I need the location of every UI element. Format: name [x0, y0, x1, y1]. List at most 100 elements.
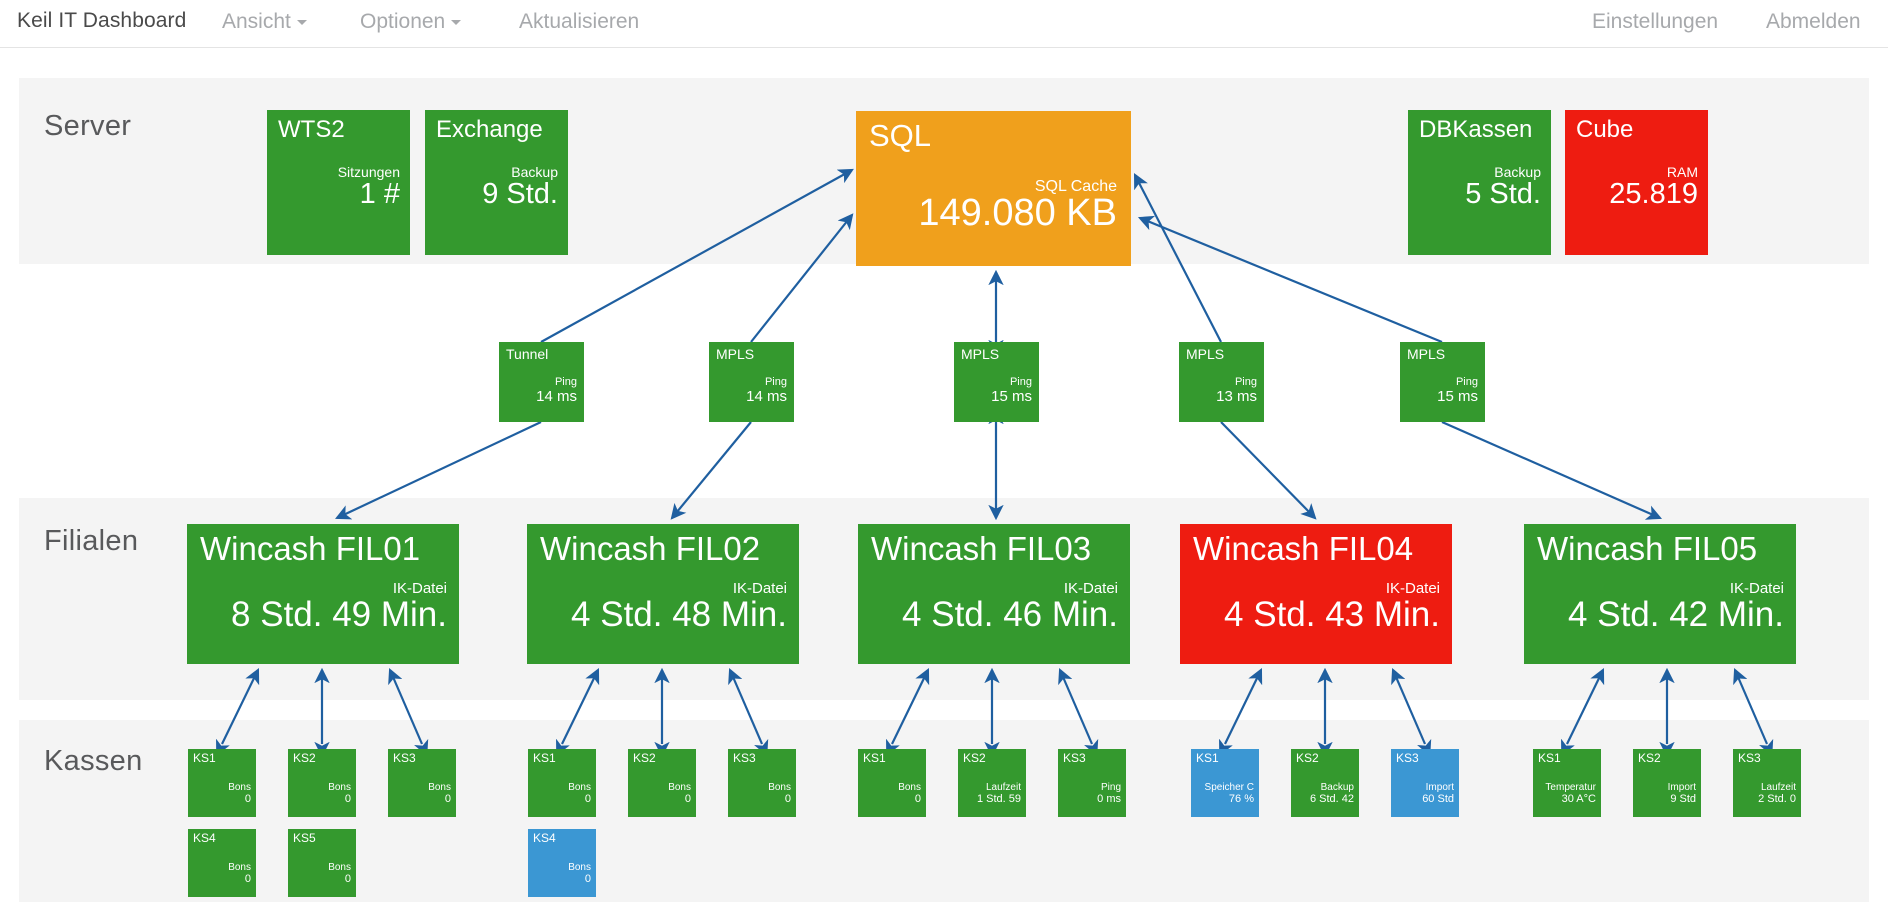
tile-name: Wincash FIL02 [540, 530, 761, 567]
nav-item-aktualisieren[interactable]: Aktualisieren [519, 10, 639, 34]
navbar: Keil IT Dashboard Ansicht Optionen Aktuali… [0, 0, 1888, 48]
tile-metric-label: Bons [898, 782, 921, 793]
tile-name: Wincash FIL04 [1193, 530, 1414, 567]
tile-metric-label: Temperatur [1545, 782, 1596, 793]
tile-name: KS3 [1063, 751, 1086, 765]
tile-metric-value: 9 Std [1670, 793, 1696, 805]
tile-metric-value: 6 Std. 42 [1309, 793, 1354, 805]
tile-name: Wincash FIL05 [1537, 530, 1758, 567]
tile-metric-value: 0 [584, 873, 591, 885]
nav-item-ansicht[interactable]: Ansicht [222, 10, 307, 34]
tile-name: WTS2 [278, 116, 345, 143]
chevron-down-icon [451, 20, 462, 25]
tile-metric-label: IK-Datei [392, 580, 447, 597]
tile-metric-label: Ping [554, 376, 577, 388]
tile-metric-value: 8 Std. 49 Min. [231, 595, 447, 634]
tile-metric-label: IK-Datei [732, 580, 787, 597]
tile-metric-label: Backup [511, 164, 558, 180]
tile-metric-value: 0 [244, 873, 251, 885]
tile-metric-value: 60 Std [1422, 793, 1454, 805]
tile-metric-label: Ping [764, 376, 787, 388]
tile-name: KS3 [1396, 751, 1419, 765]
tile-metric-value: 0 [914, 793, 921, 805]
tile-metric-label: Backup [1320, 782, 1354, 793]
tile-metric-value: 1 Std. 59 [976, 793, 1021, 805]
tile-metric-label: IK-Datei [1063, 580, 1118, 597]
nav-item-abmelden[interactable]: Abmelden [1766, 10, 1861, 33]
tile-name: Wincash FIL01 [200, 530, 421, 567]
tile-name: MPLS [1186, 346, 1225, 362]
tile-metric-value: 0 ms [1097, 793, 1121, 805]
tile-metric-label: Backup [1494, 164, 1541, 180]
app-title: Keil IT Dashboard [17, 9, 187, 32]
tile-metric-value: 0 [584, 793, 591, 805]
tile-metric-value: 30 A°C [1561, 793, 1596, 805]
tile-name: Tunnel [506, 346, 549, 362]
tile-metric-value: 149.080 KB [918, 192, 1117, 234]
tile-name: KS2 [1296, 751, 1319, 765]
tile-metric-label: RAM [1666, 164, 1698, 180]
tile-metric-label: Ping [1455, 376, 1478, 388]
tile-metric-label: IK-Datei [1385, 580, 1440, 597]
tile-name: KS3 [1738, 751, 1761, 765]
tile-metric-label: Bons [328, 862, 351, 873]
tile-metric-label: Speicher C [1204, 782, 1254, 793]
nav-item-einstellungen[interactable]: Einstellungen [1592, 10, 1719, 33]
tile-name: Wincash FIL03 [871, 530, 1092, 567]
chevron-down-icon [296, 20, 307, 25]
tile-name: KS1 [1196, 751, 1219, 765]
tile-metric-value: 0 [684, 793, 691, 805]
tile-name: MPLS [961, 346, 1000, 362]
tile-metric-label: IK-Datei [1729, 580, 1784, 597]
tile-name: KS2 [293, 751, 316, 765]
tile-metric-label: Ping [1009, 376, 1032, 388]
nav-item-optionen[interactable]: Optionen [360, 10, 462, 34]
tile-name: SQL [869, 118, 932, 153]
tile-name: KS1 [533, 751, 556, 765]
tile-name: KS2 [633, 751, 656, 765]
section-label-filialen: Filialen [44, 525, 139, 557]
tile-metric-label: Import [1425, 782, 1454, 793]
tile-metric-value: 13 ms [1216, 388, 1257, 405]
tile-metric-value: 5 Std. [1465, 178, 1541, 210]
tile-metric-value: 0 [344, 873, 351, 885]
tile-name: KS5 [293, 831, 316, 845]
tile-name: MPLS [1407, 346, 1446, 362]
tile-metric-label: Bons [228, 782, 251, 793]
tile-metric-label: Ping [1234, 376, 1257, 388]
